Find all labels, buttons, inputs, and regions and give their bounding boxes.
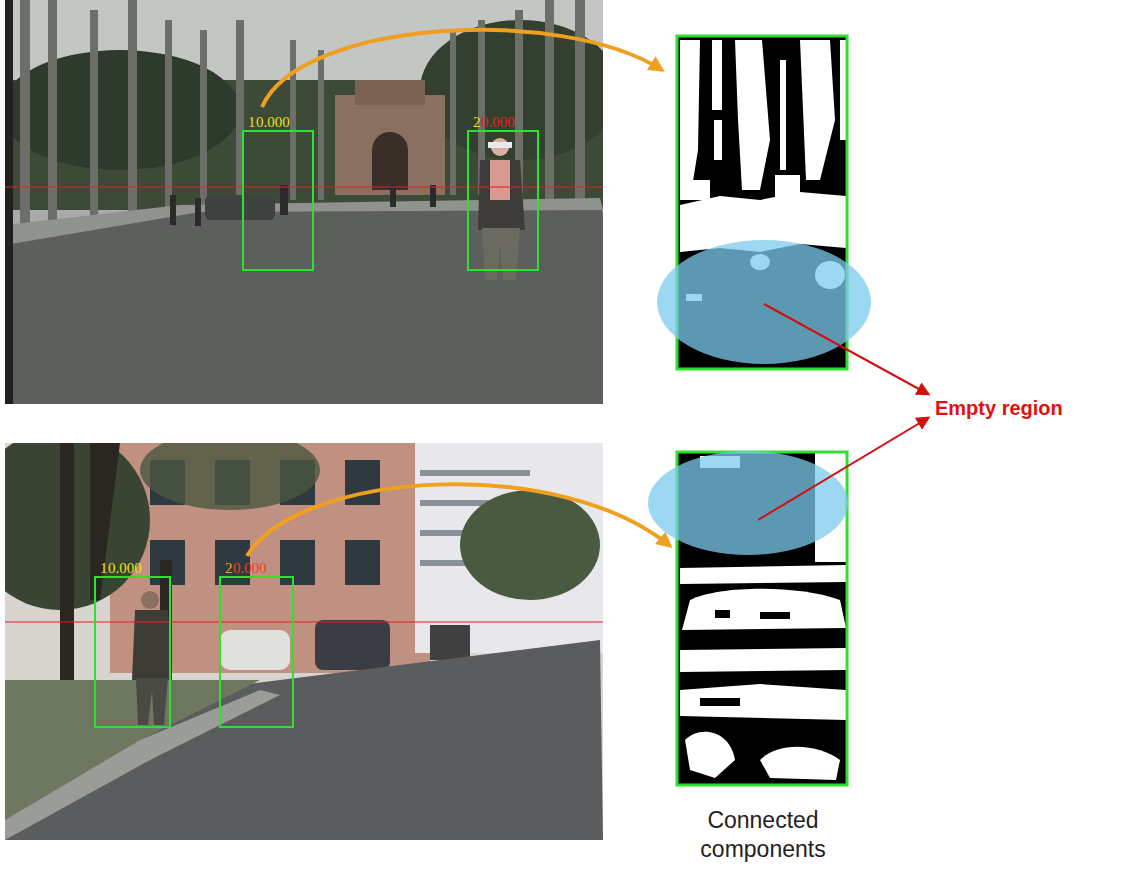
street-photo: [5, 0, 13, 404]
street-photo: [20, 0, 30, 235]
binary-crop: [735, 40, 770, 190]
street-photo: [280, 540, 315, 585]
street-photo: [345, 540, 380, 585]
street-photo: [318, 50, 324, 200]
street-photo: [20, 0, 585, 235]
street-photo: [195, 198, 201, 226]
track-id: 2: [225, 561, 233, 576]
binary-crop: [700, 610, 790, 706]
binary-crop: [690, 180, 710, 200]
detection-box: [220, 577, 293, 727]
street-photo: [5, 443, 603, 840]
leader-arrow: [764, 304, 928, 394]
pedestrian: [478, 160, 525, 230]
binary-crop: [682, 589, 846, 630]
street-photo: [460, 490, 600, 600]
street-photo: [205, 195, 275, 220]
detection-box: [95, 577, 293, 727]
zoom-arrow: [262, 30, 662, 107]
binary-crop: [775, 175, 800, 197]
street-photo: [200, 30, 207, 210]
binary-crop: [685, 732, 735, 778]
pedestrian: [136, 678, 168, 725]
street-photo: [5, 200, 603, 404]
pedestrian: [488, 142, 512, 148]
empty-region-highlight: [648, 451, 848, 555]
street-photo: [290, 40, 296, 200]
street-photo: [450, 30, 456, 195]
street-photo: [48, 0, 57, 230]
street-photo: [5, 0, 603, 404]
crop-caption: Connected components: [668, 806, 858, 864]
binary-crop: [680, 40, 700, 200]
track-id: 2: [473, 115, 481, 130]
binary-crop: [680, 565, 846, 584]
street-photo: [335, 95, 445, 195]
detection-box: [468, 131, 538, 270]
pedestrian: [482, 228, 520, 280]
street-photo: [128, 0, 137, 225]
leader-arrow: [758, 418, 928, 520]
street-photo: [5, 443, 603, 840]
street-photo: [5, 443, 150, 610]
detection-box: [243, 131, 313, 270]
horizon-line: [5, 187, 603, 188]
binary-crop: [780, 60, 786, 170]
callout-label: Empty region: [935, 396, 1063, 420]
binary-crop: [840, 40, 846, 140]
street-photo: [355, 80, 425, 105]
street-photo: [420, 470, 530, 476]
binary-crop: [715, 610, 730, 618]
zoom-arrow: [247, 484, 670, 556]
binary-crop: [800, 40, 835, 180]
binary-crop: [760, 747, 840, 780]
pedestrian: [141, 591, 159, 609]
pedestrian: [132, 610, 172, 680]
street-photo: [170, 195, 176, 225]
street-photo: [372, 132, 408, 190]
track-score: 0.000: [108, 561, 142, 576]
track-score: 0.000: [256, 115, 290, 130]
street-photo: [430, 625, 470, 660]
street-photo: [390, 185, 396, 207]
street-photo: [165, 20, 172, 215]
pedestrian: [478, 138, 525, 280]
track-score: 0.000: [233, 561, 267, 576]
binary-crop: [680, 684, 846, 720]
track-id: 1: [248, 115, 256, 130]
track-score: 0.000: [481, 115, 515, 130]
binary-crop: [712, 40, 722, 110]
street-photo: [545, 0, 554, 205]
street-photo: [575, 0, 585, 215]
detection-box: [243, 131, 538, 270]
pedestrian: [132, 591, 172, 725]
binary-crop: [700, 698, 740, 706]
street-photo: [140, 443, 320, 510]
street-photo: [280, 185, 288, 215]
binary-crop: [680, 648, 846, 672]
track-id: 1: [100, 561, 108, 576]
street-photo: [90, 10, 98, 225]
street-photo: [315, 620, 390, 670]
street-photo: [220, 630, 290, 670]
street-photo: [430, 185, 436, 207]
binary-crop: [760, 612, 790, 619]
detection-box: [95, 577, 170, 727]
binary-crop: [714, 120, 722, 160]
pedestrian: [490, 160, 510, 200]
street-photo: [170, 185, 436, 226]
